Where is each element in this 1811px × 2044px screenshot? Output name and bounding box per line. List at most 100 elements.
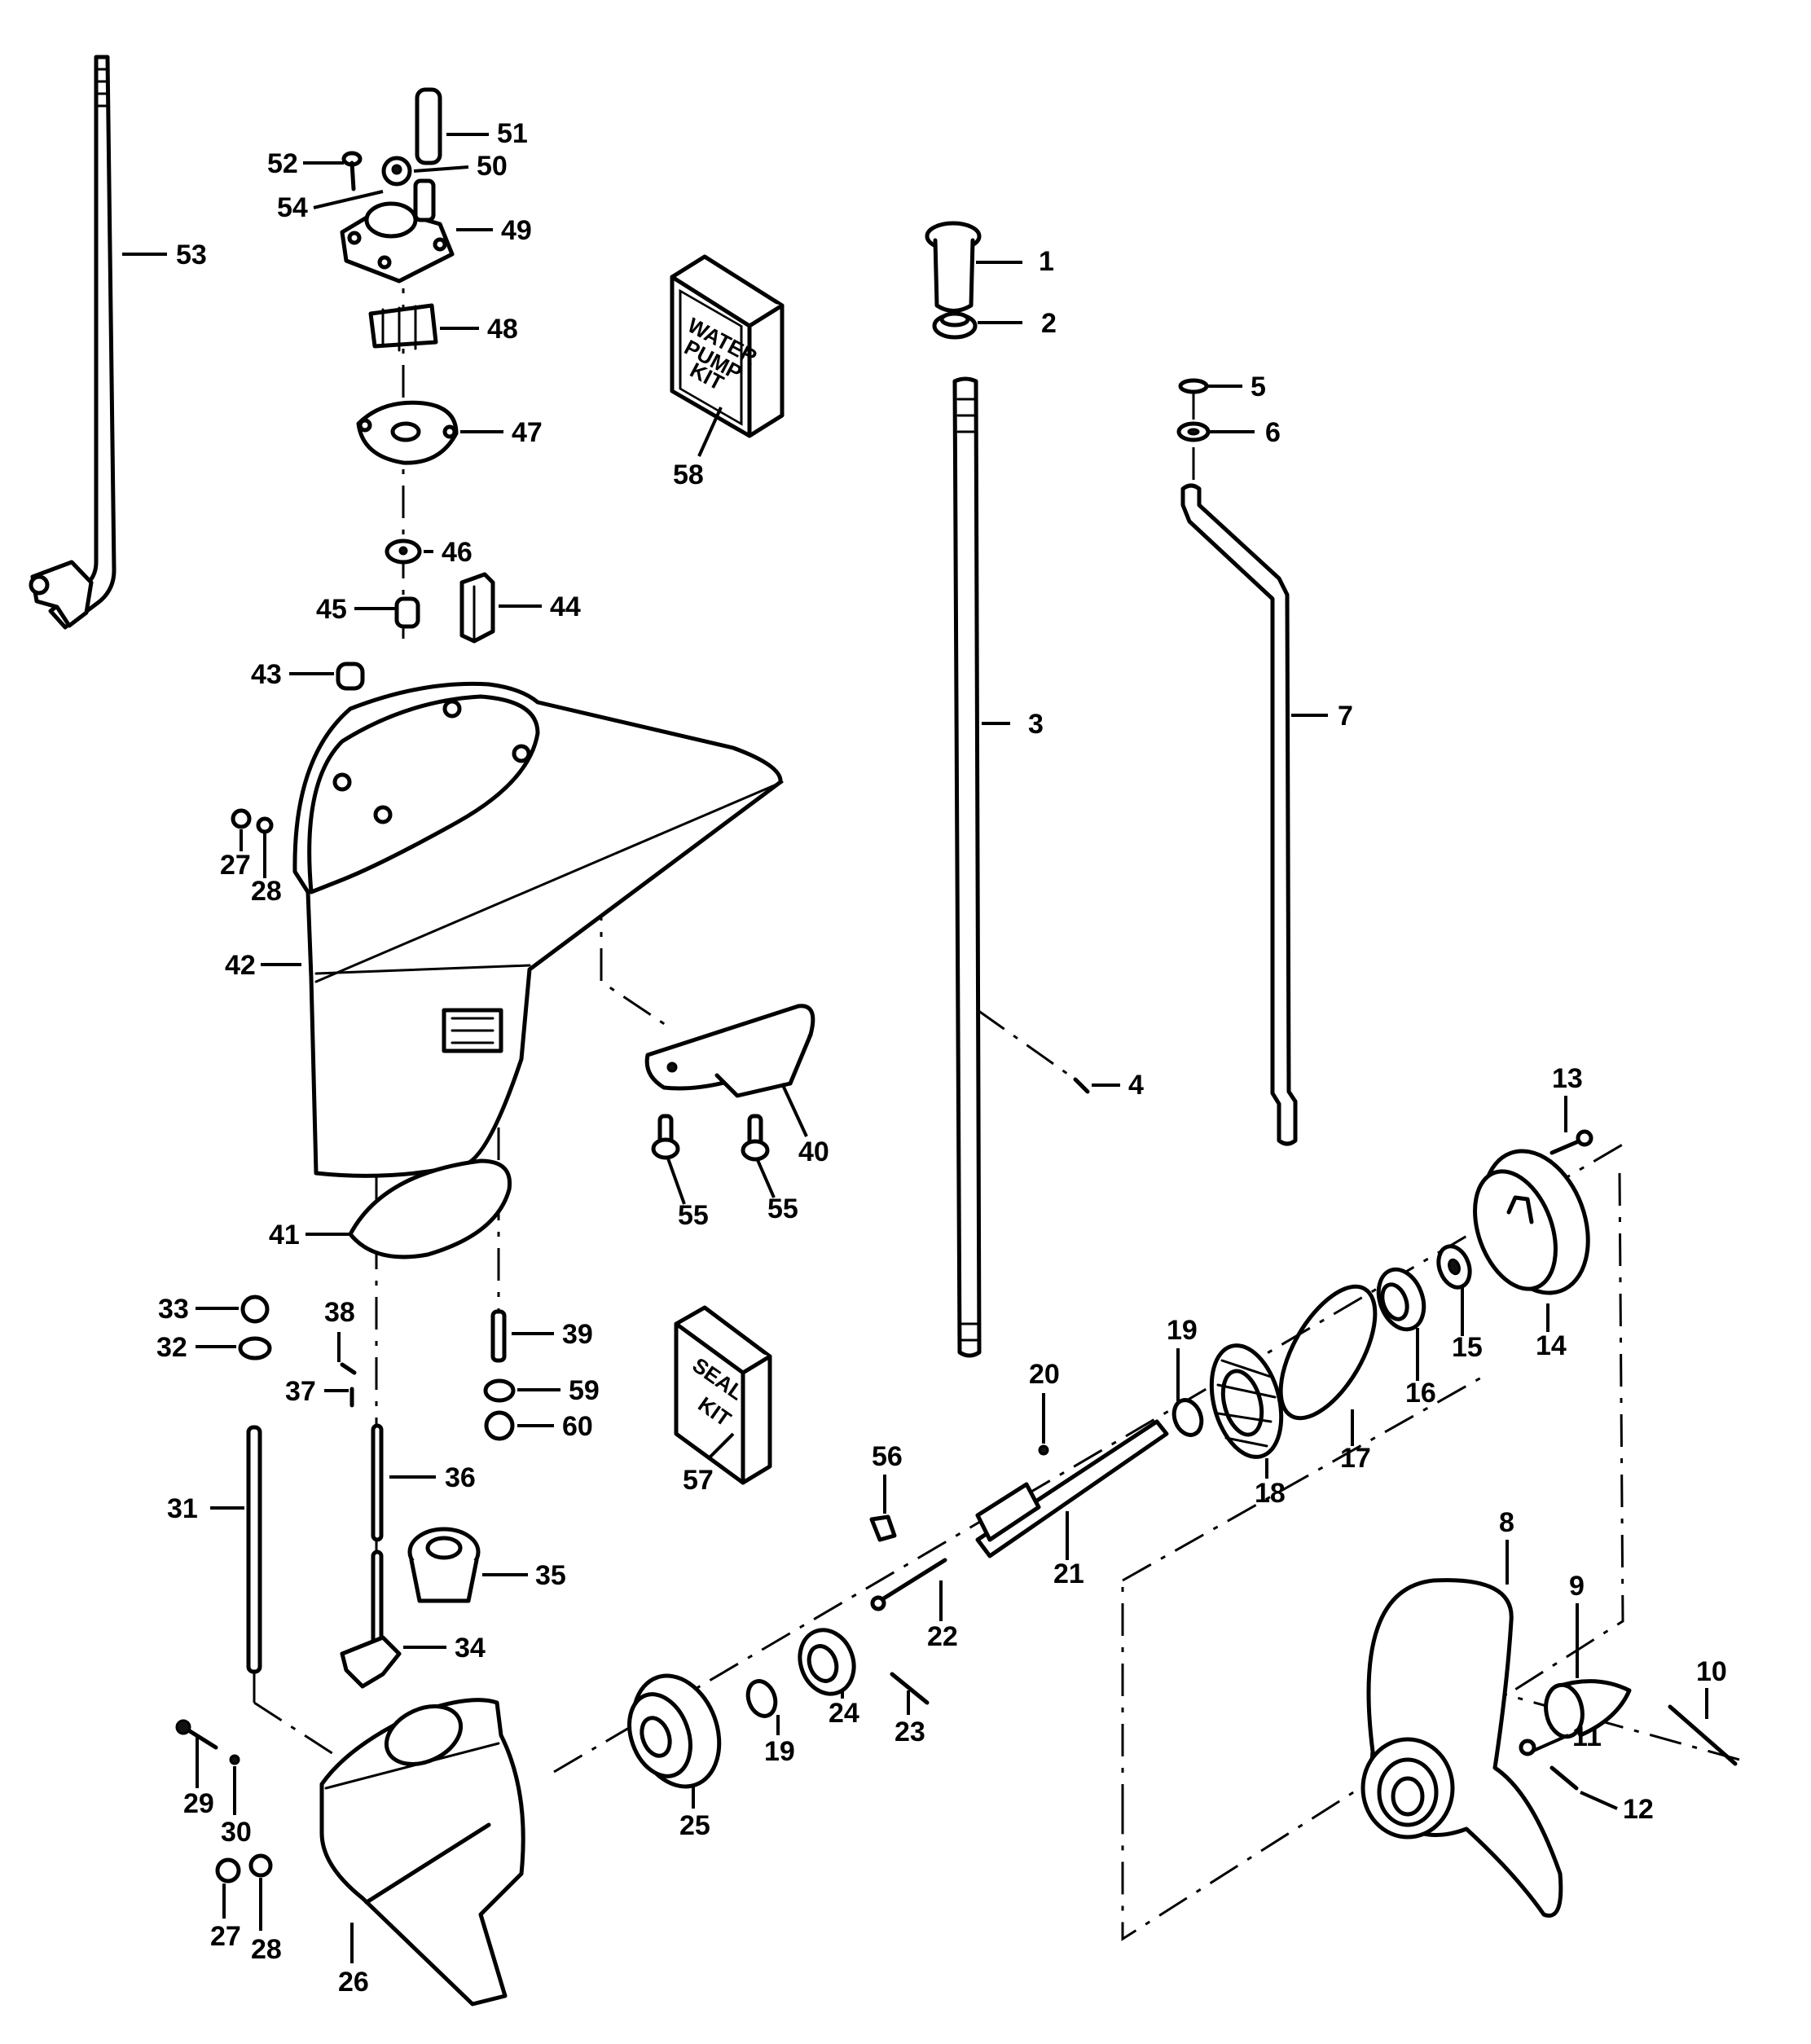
part-27-plug-top[interactable] [231,808,252,829]
callout-1-grommet[interactable]: 1 [1039,246,1054,277]
part-46-seal[interactable] [385,538,422,565]
part-51-tube[interactable] [415,87,442,165]
part-50-grommet[interactable] [381,156,412,187]
callout-25-forward-gear-bearing[interactable]: 25 [679,1810,710,1841]
part-41-gasket[interactable] [348,1158,512,1259]
callout-38-screw[interactable]: 38 [324,1297,355,1328]
callout-17-o-ring[interactable]: 17 [1340,1443,1371,1474]
callout-4-pin[interactable]: 4 [1128,1070,1144,1101]
part-13-screw[interactable] [1549,1129,1593,1155]
callout-5-o-ring[interactable]: 5 [1251,371,1266,402]
part-59-washer[interactable] [483,1378,516,1403]
part-55-screw-left[interactable] [651,1114,680,1160]
part-6-washer[interactable] [1176,421,1211,442]
part-7-water-tube[interactable] [1180,483,1298,1146]
part-32-washer[interactable] [238,1336,272,1360]
part-5-o-ring[interactable] [1178,378,1209,394]
part-17-o-ring[interactable] [1262,1272,1395,1433]
part-24-clutch-dog[interactable] [791,1622,863,1701]
part-31-stud[interactable] [246,1425,262,1674]
callout-33-nut[interactable]: 33 [158,1294,189,1325]
callout-41-gasket[interactable]: 41 [269,1220,300,1251]
part-36-shift-rod[interactable] [371,1423,384,1660]
callout-26-gearcase[interactable]: 26 [338,1967,369,1998]
part-53-shift-lever[interactable] [29,55,116,630]
callout-21-propeller-shaft[interactable]: 21 [1053,1558,1084,1589]
part-9-prop-nut-cone[interactable] [1542,1679,1632,1740]
callout-45-bushing[interactable]: 45 [316,594,347,625]
part-28-gasket-bottom[interactable] [248,1853,273,1878]
callout-3-drive-shaft[interactable]: 3 [1028,709,1044,740]
part-30-washer[interactable] [229,1754,240,1765]
callout-34-shift-cam[interactable]: 34 [455,1633,486,1664]
part-12-shear-pin[interactable] [1549,1765,1579,1791]
part-43-bushing[interactable] [336,662,365,691]
part-20-ball[interactable] [1038,1444,1049,1456]
part-3-drive-shaft[interactable] [952,376,982,1358]
callout-42-exhaust-housing[interactable]: 42 [225,950,256,981]
callout-24-clutch-dog[interactable]: 24 [829,1698,859,1729]
part-16-bearing[interactable] [1371,1263,1432,1335]
callout-40-trim-tab[interactable]: 40 [798,1136,829,1167]
callout-44-connector[interactable]: 44 [550,591,581,622]
callout-57-seal-kit[interactable]: 57 [683,1465,714,1496]
part-25-forward-gear-bearing[interactable] [618,1664,734,1799]
part-56-retainer[interactable] [869,1514,897,1542]
part-8-propeller[interactable] [1360,1578,1563,1918]
part-2-seal[interactable] [932,311,978,340]
callout-11-washer[interactable]: 11 [1572,1721,1602,1752]
callout-46-seal[interactable]: 46 [442,537,473,568]
part-22-shift-plunger[interactable] [870,1558,947,1611]
part-27-plug-bottom[interactable] [215,1857,241,1884]
callout-49-pump-housing[interactable]: 49 [501,215,532,246]
part-19-thrust-washer-lower[interactable] [743,1677,780,1720]
callout-32-washer[interactable]: 32 [156,1332,187,1363]
callout-50-grommet[interactable]: 50 [477,151,508,182]
part-45-bushing[interactable] [394,596,420,629]
callout-13-screw[interactable]: 13 [1552,1063,1583,1094]
part-52-screw[interactable] [341,151,363,191]
part-11-washer[interactable] [1519,1738,1536,1756]
callout-55-screw[interactable]: 55 [678,1200,709,1231]
callout-22-shift-plunger[interactable]: 22 [927,1621,958,1652]
callout-6-washer[interactable]: 6 [1265,417,1281,448]
part-23-pin[interactable] [890,1672,930,1705]
callout-60-nut[interactable]: 60 [562,1411,593,1442]
part-34-shift-cam[interactable] [340,1635,402,1689]
callout-20-ball[interactable]: 20 [1029,1359,1060,1390]
callout-37-pin[interactable]: 37 [285,1376,316,1407]
callout-28-gasket[interactable]: 28 [251,876,282,907]
part-40-trim-tab[interactable] [644,1004,815,1098]
part-38-screw[interactable] [340,1362,357,1375]
part-39-stud[interactable] [490,1309,507,1363]
part-4-pin[interactable] [1073,1077,1090,1094]
part-15-seal[interactable] [1433,1242,1475,1291]
callout-9-prop-nut-cone[interactable]: 9 [1569,1571,1585,1602]
part-48-impeller[interactable] [368,303,438,352]
callout-7-water-tube[interactable]: 7 [1338,701,1353,732]
callout-36-shift-rod[interactable]: 36 [445,1462,476,1493]
callout-15-seal[interactable]: 15 [1452,1332,1483,1363]
water-pump-kit-box[interactable]: WATER PUMP KIT [670,254,785,438]
callout-47-plate[interactable]: 47 [512,417,543,448]
part-21-propeller-shaft[interactable] [975,1419,1169,1558]
callout-2-seal[interactable]: 2 [1041,308,1057,339]
part-33-nut[interactable] [240,1295,270,1324]
callout-30-washer[interactable]: 30 [221,1817,252,1848]
part-35-pinion-gear[interactable] [407,1527,481,1603]
callout-16-bearing[interactable]: 16 [1405,1378,1436,1409]
seal-kit-box[interactable]: SEAL KIT [674,1305,772,1485]
callout-59-washer[interactable]: 59 [569,1375,600,1406]
callout-56-retainer[interactable]: 56 [872,1441,903,1472]
callout-39-stud[interactable]: 39 [562,1319,593,1350]
callout-55-screw[interactable]: 55 [767,1193,798,1224]
callout-51-tube[interactable]: 51 [497,118,528,149]
part-29-screw[interactable] [175,1719,218,1750]
callout-28-gasket[interactable]: 28 [251,1934,282,1965]
callout-48-impeller[interactable]: 48 [487,314,518,345]
callout-35-pinion-gear[interactable]: 35 [535,1560,566,1591]
part-44-connector[interactable] [459,572,495,644]
part-47-plate[interactable] [356,400,459,465]
part-10-cotter-pin[interactable] [1668,1704,1738,1766]
callout-31-stud[interactable]: 31 [167,1493,198,1524]
